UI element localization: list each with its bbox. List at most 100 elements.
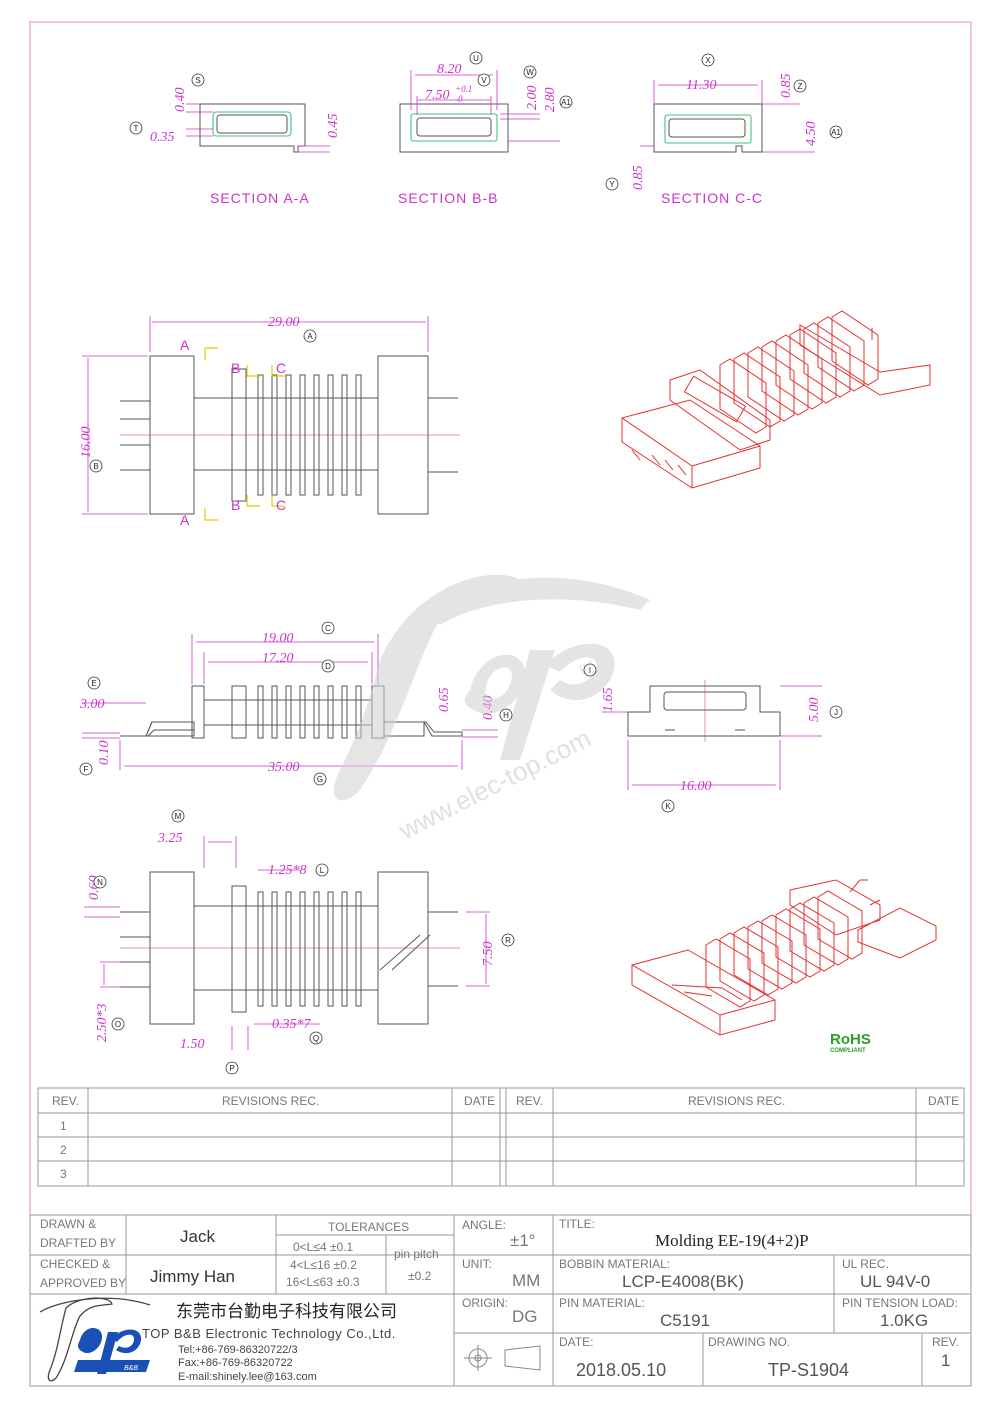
company-name-cn: 东莞市台勤电子科技有限公司 [176,1302,397,1322]
pin-material-label: PIN MATERIAL: [559,1296,645,1310]
dim-side-0.65: 0.65 [437,688,452,713]
balloon-s [191,73,205,87]
balloon-label: I [589,666,591,675]
balloon-label: Q [313,1034,319,1043]
rev-number: 1 [941,1351,950,1370]
fin [355,891,362,1007]
date: 2018.05.10 [576,1360,666,1380]
balloon-a1 [829,125,843,139]
bottom-view: 3.25 1.25*8 0.60 7.50 2.50*3 0.35*7 1.50 [84,831,496,1052]
title-label: TITLE: [559,1217,595,1231]
angle: ±1° [510,1231,536,1250]
balloon-label: C [325,624,331,633]
iso-fin [789,328,837,404]
fin [285,891,292,1007]
balloon-label: T [134,124,139,133]
fin [341,685,348,739]
balloon-r [501,933,515,947]
balloon-label: L [320,866,325,875]
iso-fin [803,322,851,398]
bobbin-material-label: BOBBIN MATERIAL: [559,1257,670,1271]
dim-b-7.50-tol-up: +0.1 [455,84,472,94]
dim-c-4.50: 4.50 [804,122,819,147]
dim-c-11.30: 11.30 [686,78,716,93]
rev-header-1: REV. [52,1094,79,1108]
company-name-en: TOP B&B Electronic Technology Co.,Ltd. [142,1326,396,1341]
angle-label: ANGLE: [462,1218,506,1232]
balloon-n [93,875,107,889]
drawn-by: Jack [180,1227,215,1246]
top-view: 29.00 16.00 A A B B C C [79,315,460,528]
section-a-a-label: SECTION A-A [210,190,310,206]
rohs-sub: COMPLIANT [830,1048,866,1054]
dim-bot-1.25x8: 1.25*8 [268,863,307,878]
section-a-a: 0.40 0.35 0.45 SECTION A-A [150,88,341,207]
balloon-h [499,708,513,722]
pin-material: C5191 [660,1311,710,1330]
isometric-view-bottom [631,879,937,1036]
tolerance-3: 16<L≤63 ±0.3 [286,1275,360,1289]
ul-label: UL REC. [842,1257,889,1271]
cut-c-bottom: C [276,497,287,513]
tolerance-1: 0<L≤4 ±0.1 [293,1240,354,1254]
dim-bot-2.50x3: 2.50*3 [95,1004,110,1043]
drawn-label-2: DRAFTED BY [40,1236,116,1250]
fin [299,891,306,1007]
checked-label-2: APPROVED BY [40,1276,126,1290]
logo-text: B&B [124,1365,138,1372]
iso-fin [719,932,765,1002]
balloon-w [523,65,537,79]
iso-fin [761,340,809,416]
balloon-label: Y [609,180,615,189]
dim-b-2.00: 2.00 [525,86,540,111]
dim-side-35.00: 35.00 [267,760,300,775]
dim-end-1.65: 1.65 [601,688,616,713]
iso-fin [789,902,835,972]
rev-header-2: REVISIONS REC. [222,1094,319,1108]
dim-bot-7.50: 7.50 [481,942,496,967]
company-email: E-mail:shinely.lee@163.com [178,1371,317,1383]
balloon-label: X [705,56,711,65]
section-b-b-label: SECTION B-B [398,190,498,206]
fin [271,891,278,1007]
fin-wide [231,685,247,739]
dim-s-0.35: 0.35 [150,130,175,145]
iso-fin [803,896,849,966]
fin [327,891,334,1007]
balloon-label: A1 [561,98,571,107]
balloon-label: E [91,679,96,688]
balloon-label: A [307,332,313,341]
fin [299,685,306,739]
rev-header-3: DATE [464,1094,495,1108]
unit: MM [512,1271,540,1290]
balloon-l [315,863,329,877]
watermark-url: www.elec-top.com [393,723,595,846]
projection-symbol-icon [464,1345,541,1371]
unit-label: UNIT: [462,1257,492,1271]
dim-top-29.00: 29.00 [268,315,300,330]
balloon-f [79,762,93,776]
iso-fin [747,920,793,990]
balloon-label: D [325,662,331,671]
balloon-a1 [559,95,573,109]
fin [313,685,320,739]
rev-label: REV. [932,1335,959,1349]
balloon-y [605,177,619,191]
dim-top-16.00: 16.00 [79,427,94,459]
pin-pitch: ±0.2 [408,1269,432,1283]
fin [271,685,278,739]
balloon-e [87,676,101,690]
dim-s-0.40: 0.40 [173,88,188,113]
drawing-number: TP-S1904 [768,1360,849,1380]
tolerance-2: 4<L≤16 ±0.2 [290,1258,357,1272]
checked-label-1: CHECKED & [40,1257,110,1271]
balloon-label: J [834,708,838,717]
ul-rating: UL 94V-0 [860,1272,930,1291]
balloon-p [225,1061,239,1075]
bobbin-material: LCP-E4008(BK) [622,1272,744,1291]
company-logo: B&B [39,1297,151,1382]
rev-header-6: DATE [928,1094,959,1108]
balloon-c [321,621,335,635]
balloon-v [477,73,491,87]
